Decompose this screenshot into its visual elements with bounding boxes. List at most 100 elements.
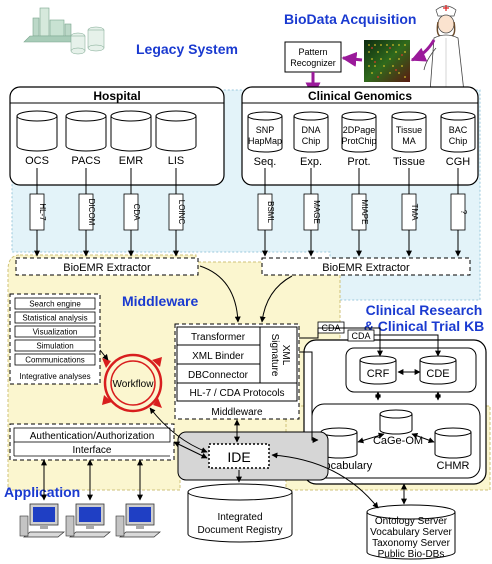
standard-tag-hl-7: HL-7 — [29, 193, 47, 231]
server-label-2: Taxonomy Server — [372, 538, 450, 549]
standard-tag-loinc-label: LOINC — [177, 200, 186, 225]
middleware-box-label: Middleware — [211, 407, 263, 418]
server-label-3: Public Bio-DBs — [378, 549, 445, 560]
genomics-db-1 — [293, 111, 329, 153]
genomics-db-2 — [341, 111, 377, 153]
hospital-title: Hospital — [93, 89, 140, 103]
bioemr-extractor-right-label: BioEMR Extractor — [322, 262, 410, 274]
genomics-db-4-label-2: Chip — [449, 136, 468, 146]
computer-icon — [19, 503, 65, 538]
registry-label-1: Integrated — [217, 512, 262, 523]
ide-box — [208, 443, 270, 469]
genomics-db-4 — [440, 111, 476, 153]
genomics-db-2-label-1: 2DPage — [343, 125, 376, 135]
nurse-to-chip-arrow — [410, 39, 436, 62]
chmr-database — [434, 427, 472, 459]
xml-signature-label-2: Signature — [269, 334, 280, 377]
hospital-db-pacs — [65, 110, 107, 152]
clinical-research-title-1: Clinical Research — [366, 302, 483, 318]
genomics-db-0-label-2: HapMap — [248, 136, 282, 146]
tool-item-3: Simulation — [36, 342, 73, 351]
hospital-db-ocs — [16, 110, 58, 152]
tool-item-box-1 — [14, 311, 96, 324]
computer-icon — [115, 503, 161, 538]
ontology-servers-cylinder — [366, 504, 456, 560]
standard-tag-4-label: ? — [459, 210, 468, 215]
genomics-db-2-label-2: ProtChip — [341, 136, 376, 146]
bioemr-extractor-left-box — [15, 257, 199, 276]
genomics-db-3-type: Tissue — [393, 156, 425, 168]
hospital-db-label-lis: LIS — [168, 155, 185, 167]
genomics-db-3-label-1: Tissue — [396, 125, 422, 135]
standard-tag-dicom-label: DICOM — [87, 199, 96, 226]
workflow-label: Workflow — [113, 379, 155, 390]
bioemr-extractor-right-box — [261, 257, 471, 276]
chmr-label: CHMR — [437, 460, 470, 472]
auth-label-2: Interface — [73, 445, 112, 456]
microarray-chip-image — [364, 40, 410, 82]
standard-tag-1-label: MAGE — [312, 200, 321, 224]
genomics-db-4-type: CGH — [446, 156, 471, 168]
genomics-db-0 — [247, 111, 283, 153]
standard-tag-0: BSML — [257, 193, 275, 231]
ide-label: IDE — [227, 449, 250, 465]
cage-om-database — [379, 409, 413, 435]
tool-item-box-4 — [14, 353, 96, 366]
legacy-system-title: Legacy System — [136, 41, 238, 57]
server-label-0: Ontology Server — [375, 516, 448, 527]
cde-label: CDE — [426, 368, 449, 380]
workflow-cycle-icon — [102, 353, 163, 413]
application-title: Application — [4, 484, 80, 500]
middleware-row-3: HL-7 / CDA Protocols — [189, 388, 284, 399]
bioemr-extractor-left-label: BioEMR Extractor — [63, 262, 151, 274]
standard-tag-dicom: DICOM — [78, 193, 96, 231]
xml-signature-label-1: XML — [280, 345, 291, 366]
hospital-db-emr — [110, 110, 152, 152]
tool-item-1: Statistical analysis — [22, 314, 87, 323]
connectors — [41, 265, 441, 509]
clinical-research-title-2: & Clinical Trial KB — [364, 318, 485, 334]
hospital-db-lis — [155, 110, 197, 152]
building-icon — [23, 7, 105, 55]
genomics-db-0-type: Seq. — [254, 156, 277, 168]
document-registry-cylinder — [187, 483, 293, 543]
standard-tag-3-label: TMA — [410, 204, 419, 222]
standard-tag-3: TMA — [401, 193, 419, 231]
middleware-row-2: DBConnector — [188, 370, 249, 381]
genomics-db-4-label-1: BAC — [449, 125, 468, 135]
genomics-db-1-type: Exp. — [300, 156, 322, 168]
middleware-row-1: XML Binder — [192, 351, 245, 362]
registry-label-2: Document Registry — [197, 525, 282, 536]
genomics-db-3 — [391, 111, 427, 153]
auth-label-1: Authentication/Authorization — [30, 431, 155, 442]
clinical-genomics-title: Clinical Genomics — [308, 89, 412, 103]
standard-tag-cda-label: CDA — [132, 204, 141, 222]
cage-om-label: CaGe-OM — [373, 435, 423, 447]
genomics-db-1-label-2: Chip — [302, 136, 321, 146]
hospital-standards: HL-7 DICOM CDA LOINC — [29, 168, 186, 257]
middleware-row-0: Transformer — [191, 332, 246, 343]
standard-tag-hl-7-label: HL-7 — [38, 203, 47, 221]
pattern-recognizer-label-1: Pattern — [298, 47, 327, 57]
computer-icon — [65, 503, 111, 538]
server-label-1: Vocabulary Server — [370, 527, 452, 538]
tool-item-2: Visualization — [33, 328, 78, 337]
cde-database — [419, 355, 457, 385]
tool-item-box-0 — [14, 297, 96, 310]
chip-to-recognizer-arrow — [341, 51, 363, 67]
hospital-db-label-ocs: OCS — [25, 155, 49, 167]
tool-item-4: Communications — [25, 356, 85, 365]
genomics-db-2-type: Prot. — [347, 156, 370, 168]
tool-item-box-2 — [14, 325, 96, 338]
crf-label: CRF — [367, 368, 390, 380]
hospital-db-label-emr: EMR — [119, 155, 144, 167]
hospital-db-label-pacs: PACS — [71, 155, 100, 167]
middleware-title: Middleware — [122, 293, 198, 309]
crf-database — [359, 355, 397, 385]
pattern-recognizer-label-2: Recognizer — [290, 58, 336, 68]
